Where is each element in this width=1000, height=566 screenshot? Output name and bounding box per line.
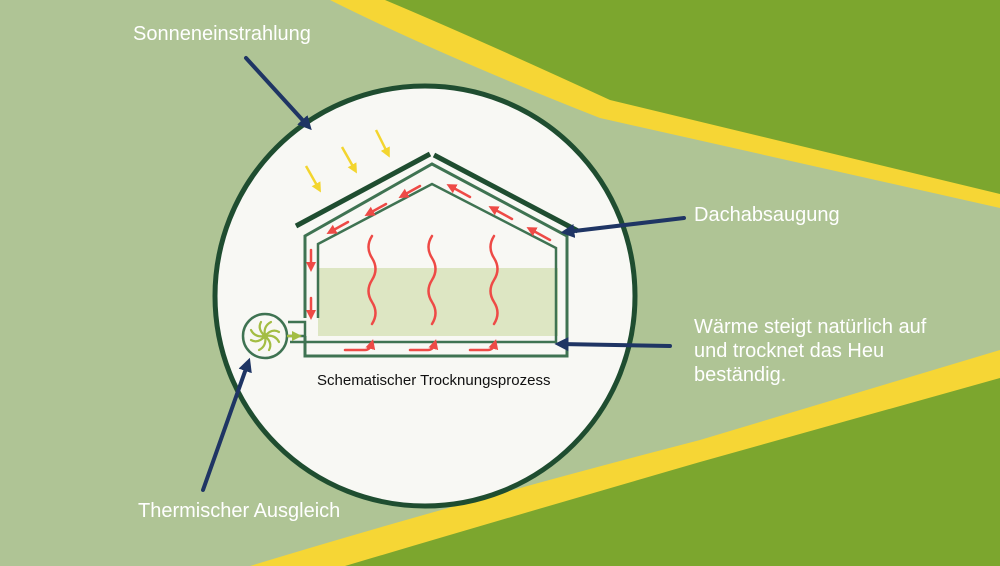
roof-panel-right — [432, 152, 580, 234]
airflow-arrow-icon — [306, 184, 552, 352]
hay-block — [318, 268, 558, 336]
diagram-caption: Schematischer Trocknungsprozess — [317, 372, 551, 389]
pointer-arrows — [201, 56, 686, 492]
top-green-band — [385, 0, 1000, 194]
pointer-sun — [244, 56, 312, 131]
label-roof: Dachabsaugung — [694, 204, 840, 226]
fan-icon — [241, 312, 307, 360]
label-heat: Wärme steigt natürlich auf und trocknet … — [694, 316, 927, 386]
pointer-thermal — [201, 357, 252, 492]
roof-panel-left — [294, 151, 432, 229]
bottom-green-band — [345, 378, 1000, 566]
building-inner-wall — [290, 182, 558, 344]
label-sun: Sonneneinstrahlung — [133, 23, 311, 45]
heat-wave-icon — [367, 234, 499, 326]
pointer-heat — [554, 337, 672, 352]
pointer-roof — [560, 216, 686, 238]
label-thermal: Thermischer Ausgleich — [138, 500, 341, 522]
sun-ray-icon — [304, 129, 390, 193]
